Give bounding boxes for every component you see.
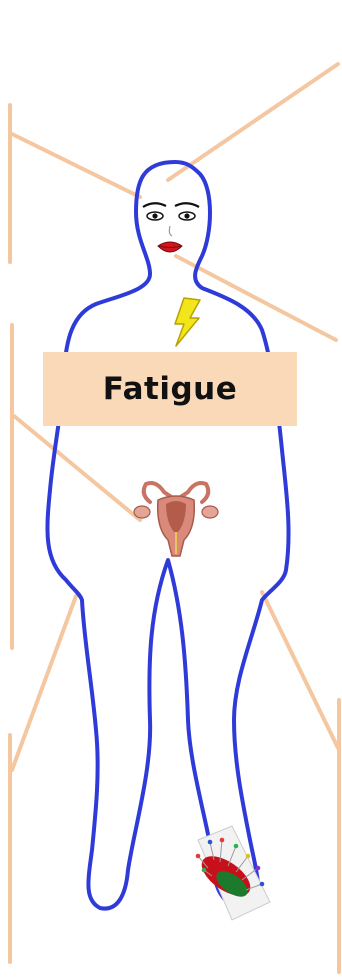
- lightning-icon: [175, 298, 200, 346]
- pincushion-foot-icon: [195, 826, 270, 920]
- right-eyebrow: [175, 203, 199, 207]
- symptom-label: Fatigue: [103, 371, 238, 407]
- pointer-line-mid-left: [14, 416, 140, 520]
- symptom-label-box: Fatigue: [43, 352, 297, 426]
- pointer-line-lower-right: [262, 592, 338, 748]
- right-pupil: [184, 213, 189, 218]
- left-eyebrow: [143, 203, 166, 207]
- uterus-icon: [134, 483, 218, 556]
- nose: [169, 226, 172, 236]
- pointer-line-mouth-right: [176, 256, 336, 340]
- pointer-line-top-right: [168, 64, 338, 180]
- pointer-line-upper-left: [12, 134, 140, 197]
- pointer-line-lower-left: [12, 596, 76, 770]
- face-icon: [143, 203, 199, 252]
- left-pupil: [152, 213, 157, 218]
